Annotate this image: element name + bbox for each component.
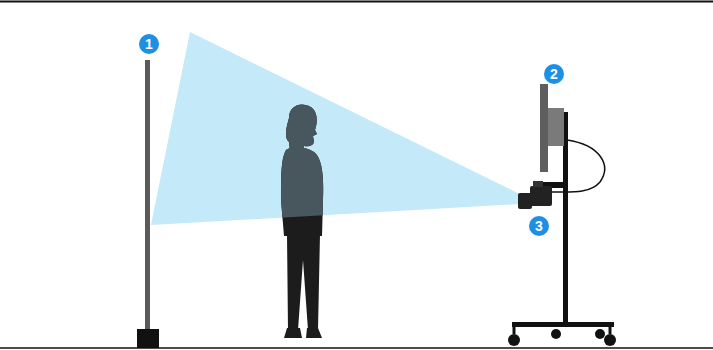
person-silhouette	[281, 105, 323, 339]
callout-number: 2	[550, 67, 558, 81]
camera	[518, 181, 565, 209]
monitor	[540, 84, 564, 172]
top-rule	[0, 1, 713, 3]
callout-disc	[544, 64, 564, 84]
callout-disc	[529, 216, 549, 236]
camera-view-cone	[151, 32, 528, 225]
callout-disc	[139, 34, 159, 54]
floor-line	[0, 347, 713, 349]
callout-number: 3	[535, 219, 543, 233]
monitor-stand	[508, 112, 616, 346]
callout-number: 1	[145, 37, 153, 51]
backdrop-pole	[137, 60, 159, 348]
person-lit-part	[281, 105, 323, 237]
